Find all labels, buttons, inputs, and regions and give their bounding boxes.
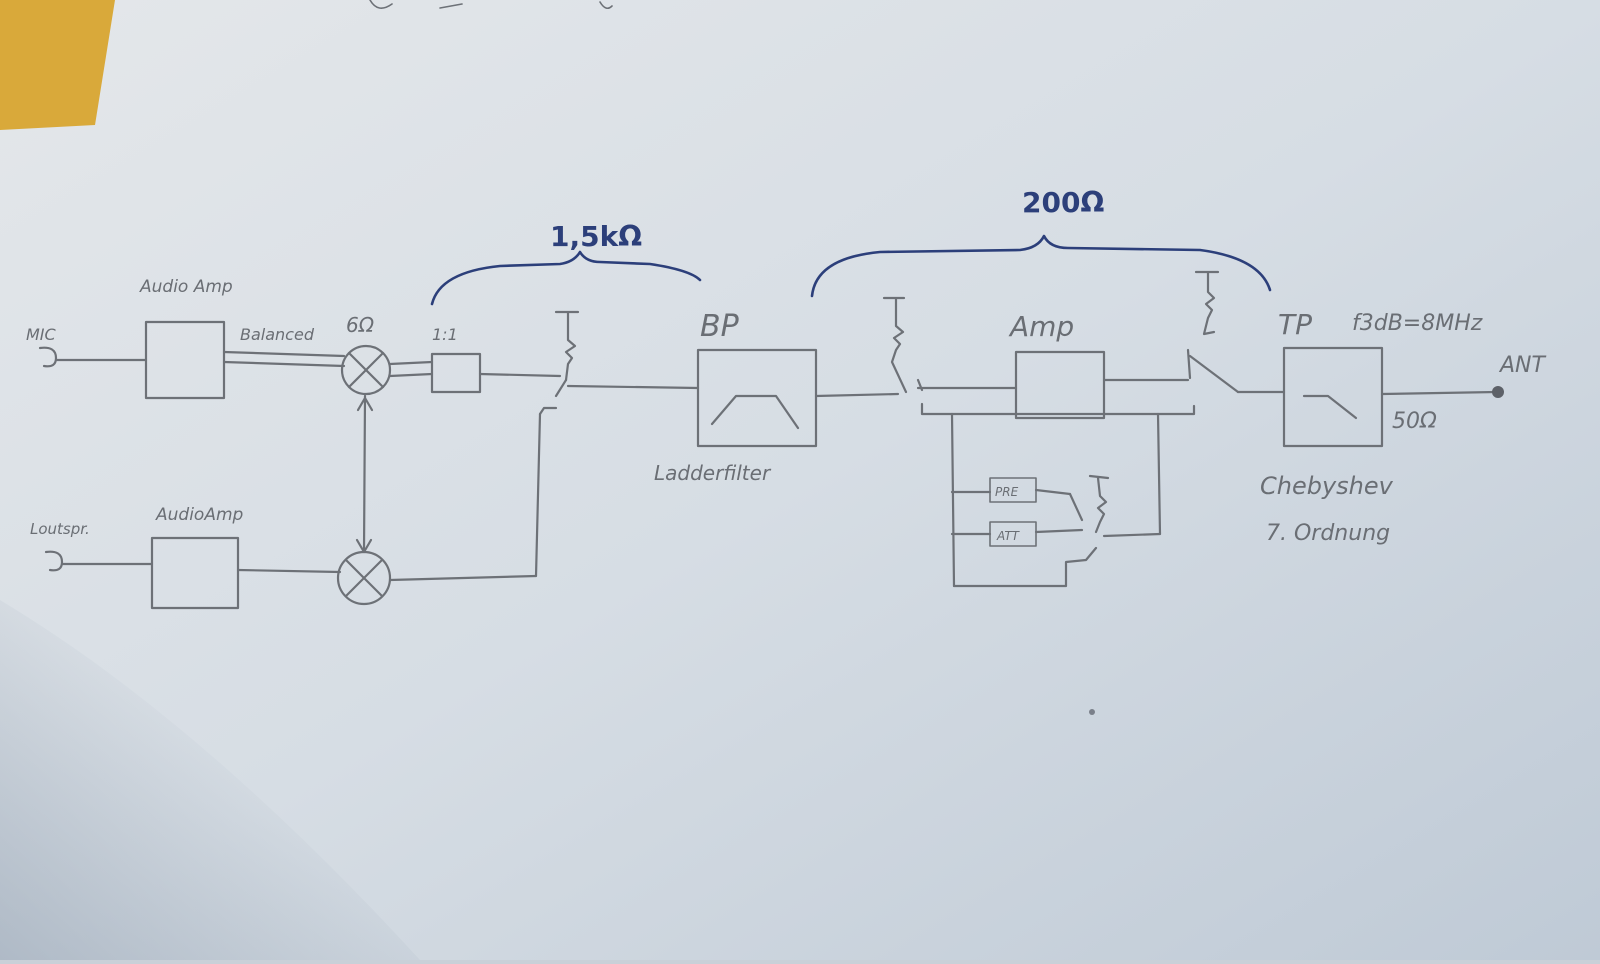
pre-label: PRE [995, 485, 1019, 499]
lowpass-label: TP [1278, 308, 1312, 341]
audio-amp-bottom-label: AudioAmp [155, 505, 244, 525]
mixer-top-icon [340, 344, 392, 396]
mixer-label: 6Ω [346, 313, 375, 337]
balanced-label: Balanced [240, 325, 315, 344]
audio-amp-top-label: Audio Amp [139, 277, 233, 297]
paper-speck [1089, 709, 1095, 715]
bandpass-filter-block [696, 348, 818, 448]
pre-att-switch-icon [952, 474, 1162, 588]
tx-rx-switch-1-icon [538, 310, 580, 416]
top-scribble [369, 0, 613, 10]
output-impedance-label: 50Ω [1392, 409, 1437, 434]
impedance-label-left: 1,5kΩ [550, 220, 642, 253]
loudspeaker-jack-icon [44, 550, 64, 572]
impedance-bracket-left [430, 250, 702, 306]
lo-arrow-down-icon [355, 538, 373, 554]
impedance-bracket-right [810, 234, 1272, 298]
chebyshev-label: Chebyshev [1260, 472, 1394, 500]
mic-label: MIC [26, 325, 57, 344]
att-block [989, 521, 1037, 547]
audio-amp-bottom-block [150, 536, 240, 610]
antenna-terminal-icon [1492, 386, 1504, 398]
filter-order-label: 7. Ordnung [1266, 521, 1390, 546]
lo-arrow-up-icon [356, 396, 374, 412]
impedance-label-right: 200Ω [1022, 186, 1104, 219]
amp-label: Amp [1008, 310, 1074, 343]
ladderfilter-label: Ladderfilter [654, 461, 772, 485]
tx-rx-switch-3-icon [1186, 270, 1240, 394]
mixer-bottom-icon [336, 550, 392, 606]
amp-block [1014, 350, 1106, 420]
antenna-label: ANT [1498, 353, 1547, 378]
audio-amp-top-block [144, 320, 226, 400]
sticky-note [0, 0, 115, 130]
loudspeaker-label: Loutspr. [30, 520, 90, 538]
lowpass-filter-block [1282, 346, 1384, 448]
bandpass-label: BP [700, 309, 740, 344]
cutoff-frequency-label: f3dB=8MHz [1352, 311, 1483, 336]
att-label: ATT [996, 529, 1021, 543]
transformer-label: 1:1 [432, 325, 458, 344]
paper-shadow [0, 600, 420, 960]
mic-jack-icon [38, 346, 58, 368]
